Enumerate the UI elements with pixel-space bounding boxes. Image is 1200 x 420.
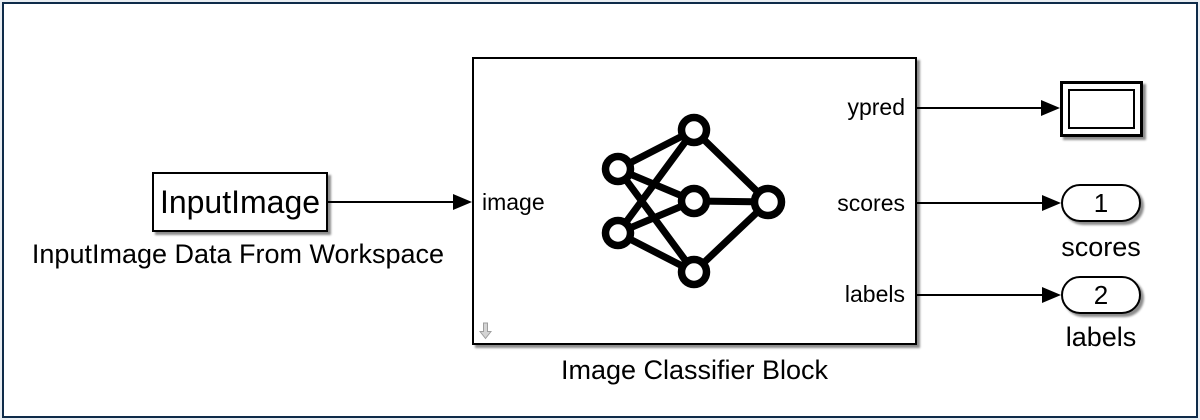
classifier-input-port-label-image: image: [482, 189, 545, 215]
display-screen-icon: [1068, 89, 1135, 129]
classifier-output-port-label-labels: labels: [844, 281, 905, 307]
inputimage-source-block[interactable]: InputImage: [152, 172, 328, 232]
classifier-output-port-label-scores: scores: [837, 190, 905, 216]
outport-block-labels[interactable]: 2: [1061, 276, 1141, 314]
wire-image-arrowhead-icon: [453, 193, 472, 210]
mask-indicator-down-arrow-icon: [479, 322, 492, 340]
outport-annotation-scores[interactable]: scores: [1061, 232, 1141, 262]
neural-network-icon: [601, 113, 786, 289]
wire-labels-arrowhead-icon: [1042, 286, 1061, 303]
wire-ypred-line[interactable]: [917, 107, 1042, 109]
wire-ypred-arrowhead-icon: [1041, 99, 1060, 116]
wire-scores-line[interactable]: [917, 202, 1043, 204]
wire-scores-arrowhead-icon: [1042, 194, 1061, 211]
outport-annotation-labels[interactable]: labels: [1065, 322, 1137, 352]
outport-number: 2: [1093, 279, 1109, 310]
image-classifier-block-caption[interactable]: Image Classifier Block: [560, 355, 829, 385]
outport-number: 1: [1093, 187, 1109, 218]
inputimage-source-annotation[interactable]: InputImage Data From Workspace: [31, 239, 445, 269]
inputimage-source-block-name: InputImage: [159, 183, 321, 220]
ypred-display-block[interactable]: [1060, 81, 1143, 137]
image-classifier-block[interactable]: [472, 57, 917, 345]
wire-image-line[interactable]: [328, 201, 454, 203]
wire-labels-line[interactable]: [917, 294, 1043, 296]
classifier-output-port-label-ypred: ypred: [847, 94, 905, 120]
outport-block-scores[interactable]: 1: [1061, 184, 1141, 222]
